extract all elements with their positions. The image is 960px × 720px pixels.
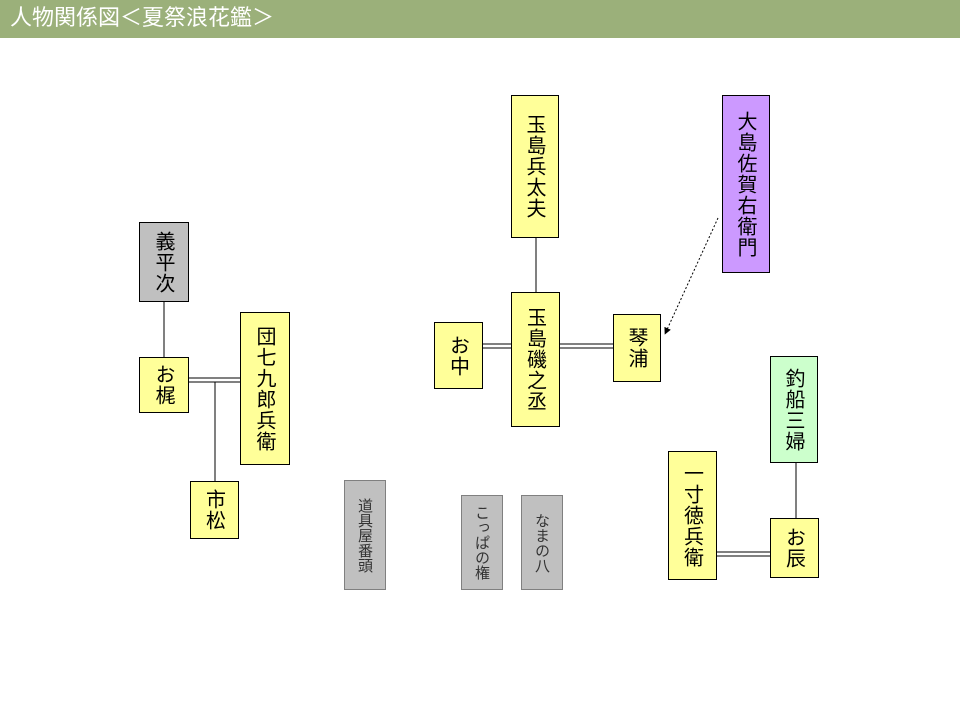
character-box-namanohachi: なまの八 [521, 495, 563, 590]
character-box-danshichi: 団七九郎兵衛 [240, 312, 290, 465]
character-name: こっぱの権 [473, 505, 491, 580]
title-bar: 人物関係図＜夏祭浪花鑑＞ [0, 0, 960, 38]
character-box-dougu: 道具屋番頭 [344, 480, 386, 590]
character-box-okaji: お梶 [139, 357, 189, 413]
arrow-oshima-kotoura [664, 217, 719, 335]
character-name: なまの八 [533, 512, 551, 573]
character-name: 玉島磯之丞 [523, 307, 548, 412]
character-name: お中 [446, 334, 471, 377]
character-box-issun: 一寸徳兵衛 [668, 451, 717, 580]
character-box-konoken: こっぱの権 [461, 495, 503, 590]
character-box-oshima: 大島佐賀右衛門 [722, 95, 770, 273]
page-title: 人物関係図＜夏祭浪花鑑＞ [10, 6, 275, 31]
character-box-isonojo: 玉島磯之丞 [511, 292, 560, 427]
character-name: 大島佐賀右衛門 [734, 110, 758, 258]
character-name: 釣船三婦 [782, 367, 806, 452]
character-name: 義平次 [152, 230, 176, 294]
character-name: 市松 [202, 489, 227, 531]
character-box-otatsu: お辰 [770, 518, 819, 578]
character-box-gihei: 義平次 [139, 222, 189, 302]
character-box-tsuribune: 釣船三婦 [770, 356, 818, 463]
character-box-onaka: お中 [434, 322, 483, 389]
character-box-ichimatsu: 市松 [190, 481, 239, 539]
character-name: 一寸徳兵衛 [680, 463, 705, 568]
character-name: 道具屋番頭 [356, 497, 374, 573]
character-name: 琴浦 [625, 327, 649, 369]
character-name: お辰 [782, 527, 807, 569]
character-name: 団七九郎兵衛 [253, 325, 277, 452]
character-name: お梶 [152, 364, 176, 406]
character-box-kotoura: 琴浦 [613, 314, 661, 382]
character-box-tamashima-hyodayu: 玉島兵太夫 [511, 95, 559, 238]
character-name: 玉島兵太夫 [523, 114, 547, 219]
